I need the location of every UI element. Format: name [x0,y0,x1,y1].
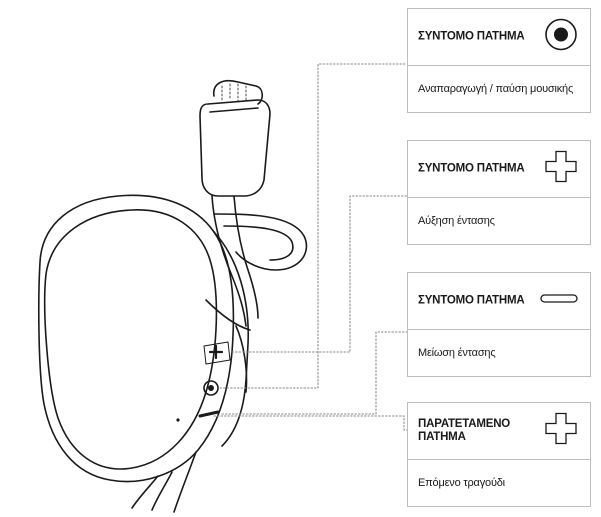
callout-body: Μείωση έντασης [408,330,590,376]
action-label: Μείωση έντασης [418,347,496,359]
callout-body: Αύξηση έντασης [408,198,590,244]
callout-volume-up: ΣΥΝΤΟΜΟ ΠΑΤΗΜΑ Αύξηση έντασης [407,140,591,245]
callout-body: Αναπαραγωγή / παύση μουσικής [408,66,590,112]
callout-header: ΠΑΡΑΤΕΤΑΜΕΝΟ ΠΑΤΗΜΑ [408,403,590,460]
callout-header: ΣΥΝΤΟΜΟ ΠΑΤΗΜΑ [408,9,590,66]
action-label: Αναπαραγωγή / παύση μουσικής [418,83,574,95]
plus-icon [544,150,578,189]
connector-next-song [213,415,408,431]
callout-play-pause: ΣΥΝΤΟΜΟ ΠΑΤΗΜΑ Αναπαραγωγή / παύση μουσι… [407,8,591,113]
callout-body: Επόμενο τραγούδι [408,460,590,506]
play-pause-button-mark [203,380,219,396]
minus-icon [540,292,578,311]
volume-down-button-mark [198,410,220,418]
headband [213,80,264,105]
callout-header: ΣΥΝΤΟΜΟ ΠΑΤΗΜΑ [408,273,590,330]
volume-up-button-mark [203,341,231,365]
action-label: Αύξηση έντασης [418,215,495,227]
connector-volume-down [221,331,408,415]
press-type-label: ΣΥΝΤΟΜΟ ΠΑΤΗΜΑ [418,294,525,307]
lower-cable [131,451,197,513]
slider-block [199,99,271,197]
callout-next-song: ΠΑΡΑΤΕΤΑΜΕΝΟ ΠΑΤΗΜΑ Επόμενο τραγούδι [407,402,591,507]
ear-cup [38,194,251,483]
callout-volume-down: ΣΥΝΤΟΜΟ ΠΑΤΗΜΑ Μείωση έντασης [407,272,591,377]
mic-hole [176,418,180,422]
action-label: Επόμενο τραγούδι [418,477,505,489]
filled-circle-icon [544,18,578,57]
connector-play-pause [219,63,408,389]
connector-lines [213,63,408,431]
plus-icon [544,412,578,451]
press-type-label: ΣΥΝΤΟΜΟ ΠΑΤΗΜΑ [418,30,525,43]
press-type-label: ΠΑΡΑΤΕΤΑΜΕΝΟ ΠΑΤΗΜΑ [418,418,511,443]
connector-volume-up [231,195,408,353]
press-type-label: ΣΥΝΤΟΜΟ ΠΑΤΗΜΑ [418,162,525,175]
yoke [211,195,308,327]
callout-header: ΣΥΝΤΟΜΟ ΠΑΤΗΜΑ [408,141,590,198]
